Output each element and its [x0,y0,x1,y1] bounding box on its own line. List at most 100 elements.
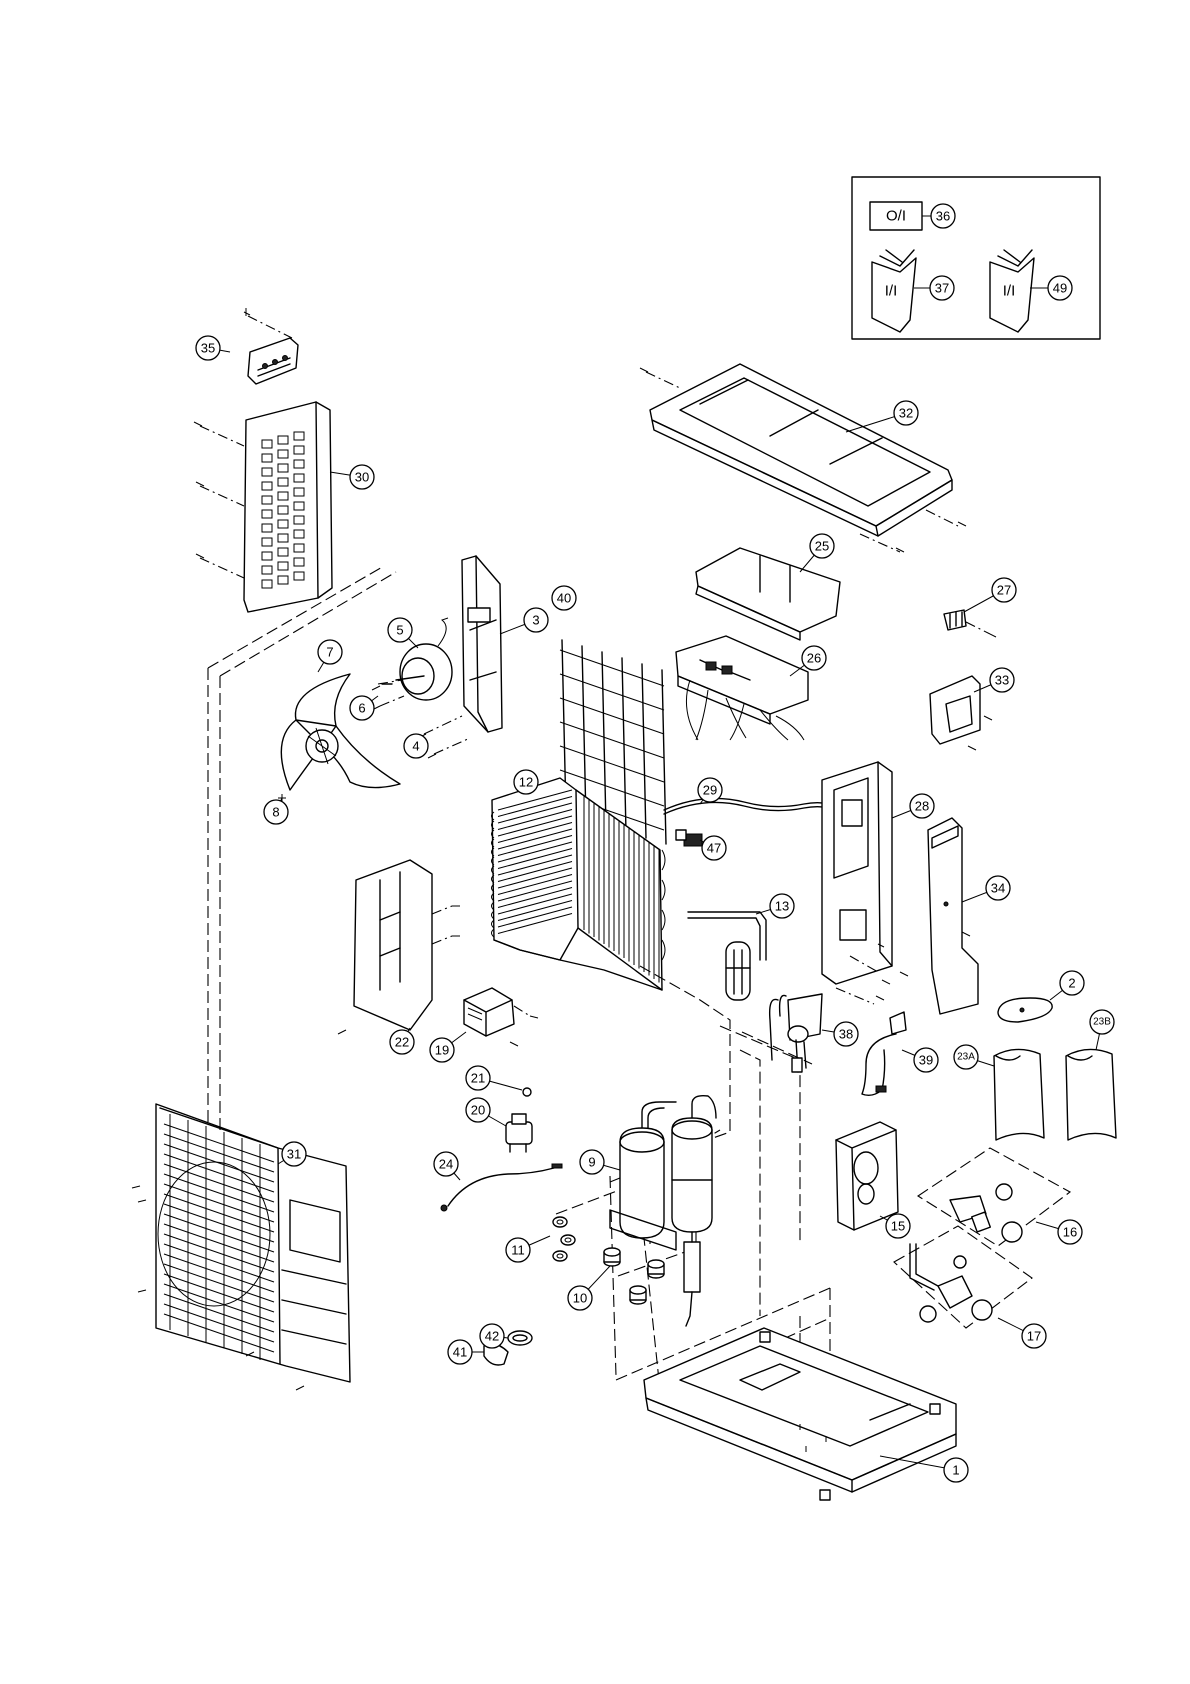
callout-number: 16 [1063,1225,1077,1240]
callout-12: 12 [514,770,538,794]
callout-number: 22 [395,1035,409,1050]
callout-number: 26 [807,651,821,666]
part-16-service-valve [918,1148,1070,1246]
callout-8: 8 [264,800,288,824]
ii-label-a: I/I [885,283,898,300]
part-2-cap [998,998,1052,1022]
callout-23b: 23B [1090,1010,1114,1034]
part-32-top-cover [640,364,966,552]
part-35-terminal [244,308,298,384]
callout-number: 31 [287,1147,301,1162]
callout-23a: 23A [954,1045,978,1069]
callout-number: 9 [588,1155,595,1170]
callout-40: 40 [552,586,576,610]
callout-35: 35 [196,336,220,360]
callout-number: 10 [573,1291,587,1306]
callout-number: 38 [839,1027,853,1042]
callout-number: 7 [326,645,333,660]
callout-20: 20 [466,1098,490,1122]
callout-number: 24 [439,1157,453,1172]
callout-number: 28 [915,799,929,814]
callout-number: 27 [997,583,1011,598]
part-28-electrical-panel [822,762,908,1004]
callout-number: 5 [396,623,403,638]
callout-19: 19 [430,1038,454,1062]
callout-42: 42 [480,1324,504,1348]
callout-25: 25 [810,534,834,558]
callout-number: 33 [995,673,1009,688]
part-47-small-sensor [676,830,702,846]
callout-15: 15 [886,1214,910,1238]
callout-number: 47 [707,841,721,856]
callout-number: 23A [957,1052,975,1063]
callout-29: 29 [698,778,722,802]
callout-number: 2 [1068,976,1075,991]
callout-17: 17 [1022,1324,1046,1348]
callout-13: 13 [770,894,794,918]
ii-label-b: I/I [1003,283,1016,300]
part-24-sensor-lead [441,1164,562,1211]
callout-number: 25 [815,539,829,554]
callout-number: 23B [1093,1017,1111,1028]
callout-number: 42 [485,1329,499,1344]
part-11-nuts [553,1217,575,1261]
part-21-nut [523,1088,531,1096]
callout-10: 10 [568,1286,592,1310]
callout-number: 12 [519,775,533,790]
part-34-side-cover [928,818,978,1014]
callout-number: 4 [412,739,419,754]
part-13-pipe-assembly [688,912,766,1000]
part-20-solenoid [506,1114,532,1152]
callout-number: 8 [272,805,279,820]
part-33-bracket [930,676,992,750]
callout-number: 6 [358,701,365,716]
callout-number: 34 [991,881,1005,896]
part-26-control-board [676,636,808,740]
part-1-base-pan [644,1328,956,1500]
callout-number: 15 [891,1219,905,1234]
callout-34: 34 [986,876,1010,900]
part-31-front-panel [132,1104,350,1390]
part-23b-insulation [1066,1049,1116,1140]
callout-number: 17 [1027,1329,1041,1344]
callout-4: 4 [404,734,428,758]
callout-3: 3 [524,608,548,632]
callout-number: 11 [511,1243,525,1258]
part-38-accumulator [770,994,822,1072]
part-27-connector [944,610,996,637]
callout-number: 40 [557,591,571,606]
part-39-thermistor [862,1012,906,1095]
callout-38: 38 [834,1022,858,1046]
callout-41: 41 [448,1340,472,1364]
callout-number: 3 [532,613,539,628]
callout-number: 19 [435,1043,449,1058]
callout-number: 32 [899,406,913,421]
part-25-control-lid [696,548,840,640]
callout-22: 22 [390,1030,414,1054]
callout-32: 32 [894,401,918,425]
callout-number: 20 [471,1103,485,1118]
part-22-partition [338,860,460,1034]
callout-24: 24 [434,1152,458,1176]
callout-11: 11 [506,1238,530,1262]
part-7-propeller-fan [278,674,400,802]
callout-36: 36 [931,204,955,228]
callout-number: 39 [919,1053,933,1068]
callout-number: 21 [471,1071,485,1086]
oi-label: O/I [886,208,906,225]
callout-number: 49 [1053,281,1067,296]
part-29-sensor [664,798,848,814]
callout-21: 21 [466,1066,490,1090]
callout-16: 16 [1058,1220,1082,1244]
callout-number: 29 [703,783,717,798]
callout-31: 31 [282,1142,306,1166]
callout-37: 37 [930,276,954,300]
callout-33: 33 [990,668,1014,692]
callout-number: 41 [453,1345,467,1360]
part-42-drain-cap [508,1331,532,1345]
callout-26: 26 [802,646,826,670]
callout-number: 1 [952,1463,959,1478]
callout-number: 30 [355,470,369,485]
callout-47: 47 [702,836,726,860]
